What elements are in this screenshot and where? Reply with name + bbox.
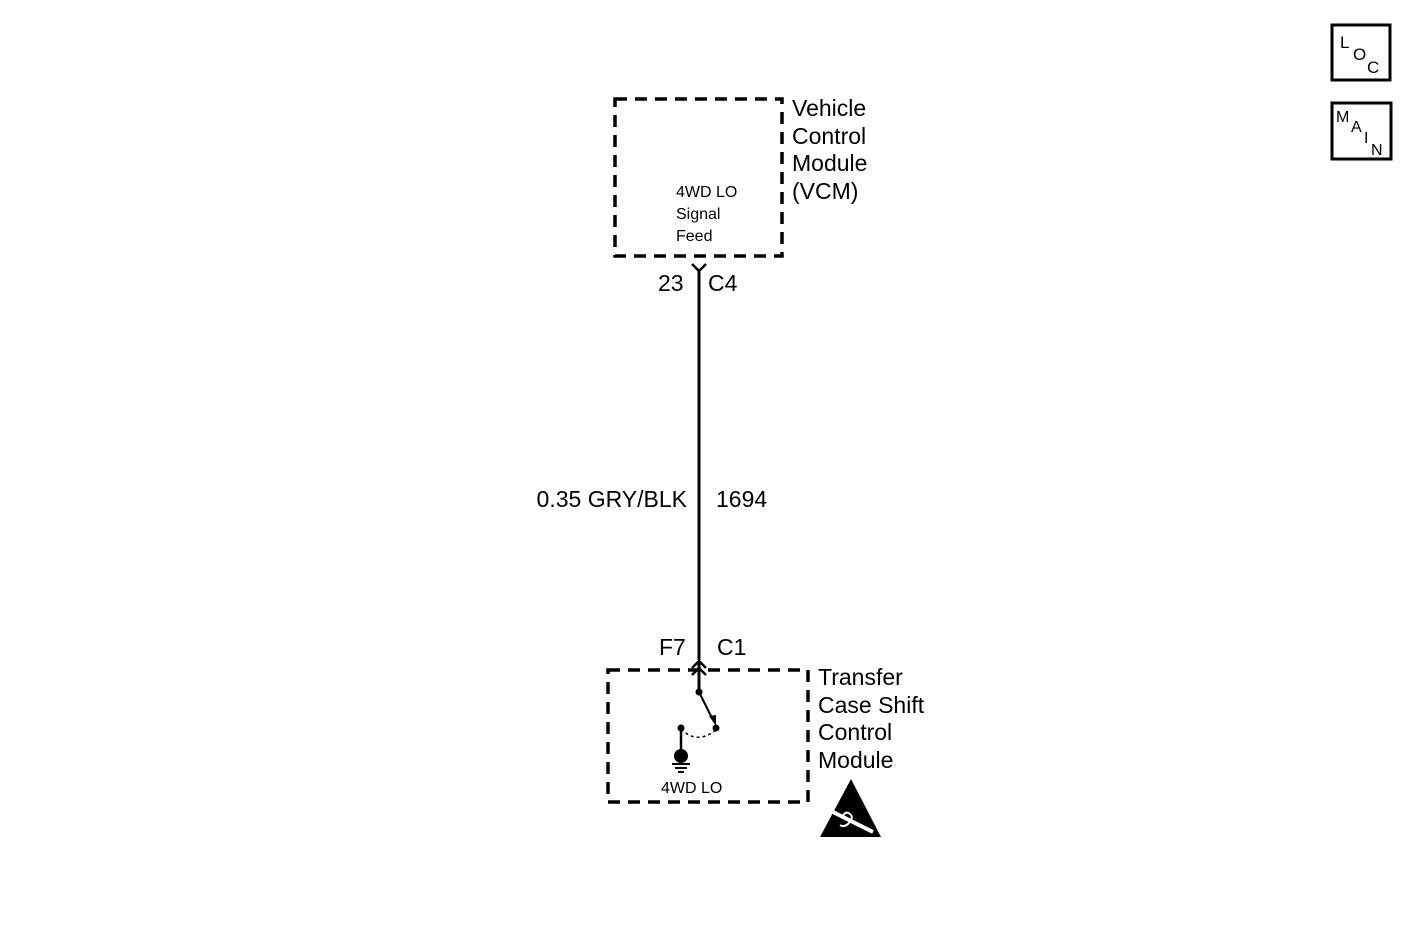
vcm-dashed-outline bbox=[613, 97, 784, 258]
vcm-name-line-4: (VCM) bbox=[792, 178, 858, 204]
tcscm-name-line-2: Case Shift bbox=[818, 692, 925, 718]
tcscm-connector-terminal bbox=[691, 659, 707, 690]
switch-arrow-head bbox=[709, 715, 716, 726]
vcm-internal-line-1: 4WD LO bbox=[676, 184, 737, 201]
loc-letter-c: C bbox=[1367, 58, 1379, 77]
switch-label: 4WD LO bbox=[661, 780, 722, 797]
main-letter-m: M bbox=[1336, 109, 1349, 126]
vcm-pin-number: 23 bbox=[658, 270, 684, 296]
tcscm-name-line-1: Transfer bbox=[818, 664, 903, 690]
tcscm-name-line-4: Module bbox=[818, 747, 893, 773]
4wd-lo-switch[interactable]: 4WD LO bbox=[661, 688, 722, 798]
main-button[interactable]: M A I N bbox=[1330, 101, 1393, 161]
vcm-internal-line-2: Signal bbox=[676, 206, 720, 223]
switch-pivot-contact bbox=[712, 724, 720, 732]
loc-button[interactable]: L O C bbox=[1330, 23, 1392, 82]
vcm-name-line-2: Control bbox=[792, 123, 866, 149]
main-letter-i: I bbox=[1364, 130, 1368, 147]
loc-button-frame bbox=[1330, 23, 1392, 82]
switch-travel-arc bbox=[680, 728, 717, 738]
switch-blade bbox=[698, 691, 714, 721]
tcscm-connector-id: C1 bbox=[717, 634, 746, 660]
ground-junction-dot bbox=[674, 749, 688, 763]
tcscm-name-line-3: Control bbox=[818, 719, 892, 745]
tcscm-pin-number: F7 bbox=[659, 634, 686, 660]
vcm-connector-terminal bbox=[691, 263, 707, 273]
ground-symbol-icon bbox=[672, 763, 690, 773]
tcscm-dashed-outline bbox=[606, 668, 810, 804]
vcm-terminal-symbol bbox=[691, 263, 707, 273]
wire-spec-label: 0.35 GRY/BLK bbox=[537, 486, 688, 512]
esd-warning-icon bbox=[820, 779, 881, 837]
main-letter-n: N bbox=[1371, 142, 1383, 159]
vcm-internal-line-3: Feed bbox=[676, 228, 712, 245]
vcm-name-line-1: Vehicle bbox=[792, 95, 866, 121]
main-button-frame bbox=[1330, 101, 1393, 161]
loc-letter-l: L bbox=[1340, 33, 1349, 52]
wire-circuit-number: 1694 bbox=[716, 486, 767, 512]
tcscm-component[interactable]: Transfer Case Shift Control Module bbox=[606, 664, 925, 804]
vcm-name-line-3: Module bbox=[792, 150, 867, 176]
main-letter-a: A bbox=[1351, 119, 1362, 136]
loc-letter-o: O bbox=[1353, 45, 1366, 64]
vcm-connector-id: C4 bbox=[708, 270, 738, 296]
vcm-component[interactable]: Vehicle Control Module (VCM) 4WD LO Sign… bbox=[613, 95, 867, 258]
